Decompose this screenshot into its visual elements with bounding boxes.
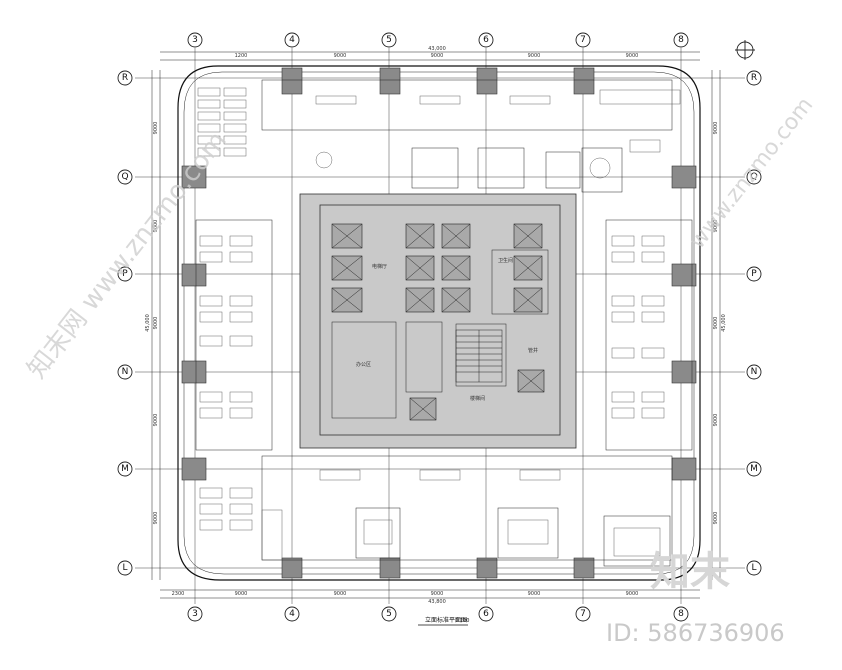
grid-bubbles-right: R Q P N M L [746,70,762,576]
dim-right-0: 9000 [713,122,719,135]
grid-col-4-top: 4 [289,35,295,45]
grid-col-5-top: 5 [386,35,392,45]
dim-right-total: 45,000 [721,314,727,332]
dim-top-3: 9000 [528,53,541,59]
grid-row-N-left: N [122,367,129,377]
grid-bubbles-left: R Q P N M L [117,70,133,576]
watermark-logo-text: 知末 [650,549,730,595]
grid-col-3-bottom: 3 [192,609,198,619]
grid-row-R-right: R [751,73,757,83]
dim-left-3: 9000 [153,414,159,427]
dim-top-1: 9000 [334,53,347,59]
label-office-core: 办公区 [356,361,371,368]
dim-bottom-2: 9000 [334,591,347,597]
grid-row-M-right: M [750,464,758,474]
perimeter-partitions [195,79,693,567]
grid-col-6-bottom: 6 [483,609,489,619]
workstations-right [599,89,681,419]
grid-col-3-top: 3 [192,35,198,45]
label-shaft: 管井 [528,347,538,354]
grid-row-L-right: L [751,563,756,573]
grid-row-Q-right: Q [750,172,757,182]
dim-left-2: 9000 [153,317,159,330]
dimension-texts: 1200 9000 9000 9000 9000 43,000 2300 900… [145,46,727,605]
workstations-left [197,87,253,531]
elevator-cars [331,223,545,421]
dim-bottom-3: 9000 [431,591,444,597]
dim-right-1: 9000 [713,220,719,233]
dim-top-2: 9000 [431,53,444,59]
dim-bottom-1: 9000 [235,591,248,597]
grid-bubbles-bottom: 3 4 5 6 7 8 [187,606,689,622]
dim-right-3: 9000 [713,414,719,427]
label-restroom: 卫生间 [498,257,513,264]
grid-col-8-bottom: 8 [678,609,684,619]
grid-bubbles-top: 3 4 5 6 7 8 [187,32,689,48]
building-outline [177,65,701,581]
drawing-title: 立面标准平面图 1:100 [418,616,469,626]
grid-row-P-right: P [751,269,757,279]
dim-left-4: 9000 [153,512,159,525]
structural-columns [181,67,697,579]
drawing-title-text: 立面标准平面图 [425,616,467,624]
label-stair: 楼梯间 [470,395,485,402]
dim-bottom-4: 9000 [528,591,541,597]
grid-row-R-left: R [122,73,128,83]
watermark-diagonal-right: www.znzmo.com [685,93,818,254]
dim-bottom-5: 9000 [626,591,639,597]
label-elevator-hall: 电梯厅 [372,263,387,270]
dim-right-2: 9000 [713,317,719,330]
dim-left-0: 9000 [153,122,159,135]
grid-row-Q-left: Q [121,172,128,182]
grid-row-N-right: N [751,367,758,377]
grid-col-8-top: 8 [678,35,684,45]
dim-bottom-0: 2300 [172,591,185,597]
stair [455,329,503,383]
grid-col-6-top: 6 [483,35,489,45]
grid-col-5-bottom: 5 [386,609,392,619]
dim-left-1: 9000 [153,220,159,233]
grid-col-4-bottom: 4 [289,609,295,619]
north-arrow-icon [735,40,755,60]
core-labels: 电梯厅 办公区 楼梯间 卫生间 管井 [356,257,538,402]
grid-row-M-left: M [121,464,129,474]
dim-top-total: 43,000 [428,46,446,52]
grid-row-P-left: P [122,269,128,279]
dim-top-0: 1200 [235,53,248,59]
grid-row-L-left: L [122,563,127,573]
watermark-diagonal-left: 知末网 www.znzmo.com [22,126,233,384]
dim-bottom-total: 43,800 [428,599,446,605]
grid-col-7-top: 7 [580,35,586,45]
dim-top-4: 9000 [626,53,639,59]
dim-left-total: 45,000 [145,314,151,332]
grid-col-7-bottom: 7 [580,609,586,619]
dimension-lines [151,51,721,599]
watermark-id-text: ID: 586736906 [606,619,785,647]
dim-right-4: 9000 [713,512,719,525]
drawing-title-scale: 1:100 [455,618,469,624]
workstations-top-bottom [261,95,661,561]
